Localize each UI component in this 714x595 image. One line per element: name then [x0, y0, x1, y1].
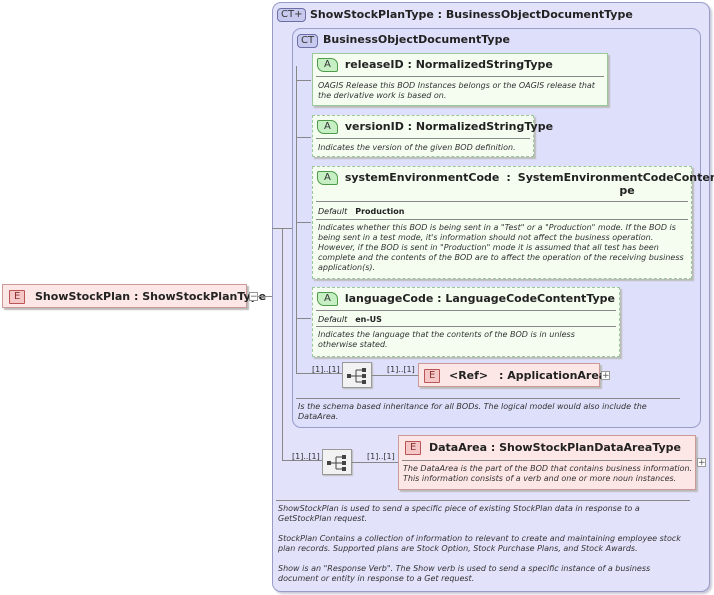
complex-type-extension-badge: CT+	[277, 8, 307, 22]
attribute-name: languageCode	[344, 292, 434, 305]
element-application-area[interactable]: E <Ref> : ApplicationArea	[418, 363, 606, 387]
outer-base-type: BusinessObjectDocumentType	[445, 8, 633, 21]
default-value: en-US	[355, 315, 382, 324]
inner-type-name: BusinessObjectDocumentType	[323, 33, 510, 46]
connector	[282, 460, 322, 461]
sequence-icon	[347, 368, 366, 384]
occurrence-label: [1]..[1]	[387, 365, 415, 374]
element-badge: E	[405, 441, 422, 455]
element-name: DataArea	[429, 441, 488, 454]
spacer	[278, 524, 688, 534]
attribute-doc: Indicates whether this BOD is being sent…	[318, 223, 684, 272]
attribute-type-line2: pe	[619, 184, 635, 197]
element-type: ShowStockPlanDataAreaType	[499, 441, 682, 454]
doc-paragraph: StockPlan Contains a collection of infor…	[278, 534, 681, 553]
attribute-releaseID[interactable]: A releaseID : NormalizedStringType OAGIS…	[312, 53, 608, 106]
outer-type-doc: ShowStockPlan is used to send a specific…	[278, 504, 688, 584]
attribute-doc: OAGIS Release this BOD Instances belongs…	[318, 81, 595, 100]
expand-toggle[interactable]: +	[601, 371, 610, 381]
attribute-type-line1: SystemEnvironmentCodeContentTy	[517, 171, 714, 184]
attribute-header: A languageCode : LanguageCodeContentType	[317, 292, 615, 306]
inner-type-doc: Is the schema based inheritance for all …	[298, 402, 647, 421]
divider	[402, 460, 692, 461]
attribute-type: SystemEnvironmentCodeContentType	[518, 171, 714, 197]
root-element-type: ShowStockPlanType	[142, 290, 267, 303]
occurrence-label: [1]..[1]	[367, 452, 395, 461]
attribute-title: languageCode : LanguageCodeContentType	[344, 292, 616, 305]
element-type: ApplicationArea	[507, 369, 607, 382]
connector	[296, 66, 297, 373]
attribute-versionID[interactable]: A versionID : NormalizedStringType Indic…	[312, 115, 553, 157]
divider	[316, 326, 616, 327]
occurrence-label: [1]..[1]	[292, 452, 320, 461]
default-label: Default	[318, 207, 348, 216]
doc-paragraph: ShowStockPlan is used to send a specific…	[278, 504, 640, 523]
element-name: <Ref>	[449, 369, 489, 382]
attribute-badge: A	[317, 171, 338, 185]
attribute-name: releaseID	[344, 58, 404, 71]
attribute-systemEnvironmentCode[interactable]: A systemEnvironmentCode : SystemEnvironm…	[312, 166, 714, 279]
connector	[296, 137, 311, 138]
expand-toggle[interactable]: +	[697, 458, 706, 468]
attribute-languageCode[interactable]: A languageCode : LanguageCodeContentType…	[312, 287, 620, 357]
element-title: DataArea : ShowStockPlanDataAreaType	[429, 441, 682, 454]
attribute-default: Default Production	[318, 207, 404, 216]
attribute-header: A systemEnvironmentCode : SystemEnvironm…	[317, 171, 714, 197]
connector	[296, 373, 342, 374]
collapse-toggle[interactable]: −	[249, 292, 258, 302]
attribute-type: LanguageCodeContentType	[445, 292, 616, 305]
attribute-header: A versionID : NormalizedStringType	[317, 120, 553, 134]
sequence-compositor[interactable]	[342, 362, 372, 388]
attribute-name: versionID	[344, 120, 404, 133]
occurrence-label: [1]..[1]	[312, 365, 340, 374]
connector	[296, 222, 311, 223]
root-element-title: ShowStockPlan : ShowStockPlanType	[35, 290, 267, 303]
outer-type-title: ShowStockPlanType : BusinessObjectDocume…	[310, 8, 633, 21]
root-element-name: ShowStockPlan	[35, 290, 131, 303]
attribute-type: NormalizedStringType	[415, 58, 553, 71]
attribute-badge: A	[317, 292, 338, 306]
divider	[316, 76, 604, 77]
divider	[296, 398, 680, 399]
connector	[258, 296, 272, 297]
connector	[352, 462, 398, 463]
outer-type-name: ShowStockPlanType	[310, 8, 434, 21]
default-value: Production	[355, 207, 405, 216]
attribute-title: releaseID : NormalizedStringType	[344, 58, 553, 71]
connector	[282, 228, 283, 460]
divider	[316, 138, 530, 139]
root-element-box[interactable]: E ShowStockPlan : ShowStockPlanType	[2, 284, 266, 308]
element-doc: The DataArea is the part of the BOD that…	[403, 464, 693, 483]
attribute-doc: Indicates the version of the given BOD d…	[318, 143, 516, 152]
default-label: Default	[318, 315, 348, 324]
doc-paragraph: Show is an "Response Verb". The Show ver…	[278, 564, 651, 583]
connector	[372, 375, 418, 376]
spacer	[278, 554, 688, 564]
attribute-badge: A	[317, 120, 338, 134]
element-badge: E	[9, 290, 26, 304]
attribute-name: systemEnvironmentCode	[344, 171, 500, 184]
attribute-badge: A	[317, 58, 338, 72]
divider	[316, 310, 616, 311]
attribute-colon: :	[506, 171, 511, 184]
divider	[316, 219, 688, 220]
attribute-title: versionID : NormalizedStringType	[344, 120, 554, 133]
divider	[316, 201, 688, 202]
connector	[272, 228, 292, 229]
connector	[296, 80, 311, 81]
attribute-doc: Indicates the language that the contents…	[318, 330, 575, 349]
attribute-default: Default en-US	[318, 315, 382, 324]
sequence-icon	[327, 455, 346, 471]
element-title: : ApplicationArea	[499, 369, 607, 382]
sequence-compositor[interactable]	[322, 449, 352, 475]
attribute-type: NormalizedStringType	[415, 120, 554, 133]
complex-type-badge: CT	[297, 34, 319, 48]
divider	[276, 500, 690, 501]
attribute-header: A releaseID : NormalizedStringType	[317, 58, 553, 72]
connector	[296, 318, 311, 319]
element-badge: E	[424, 369, 441, 383]
element-data-area[interactable]: E DataArea : ShowStockPlanDataAreaType T…	[398, 435, 696, 490]
